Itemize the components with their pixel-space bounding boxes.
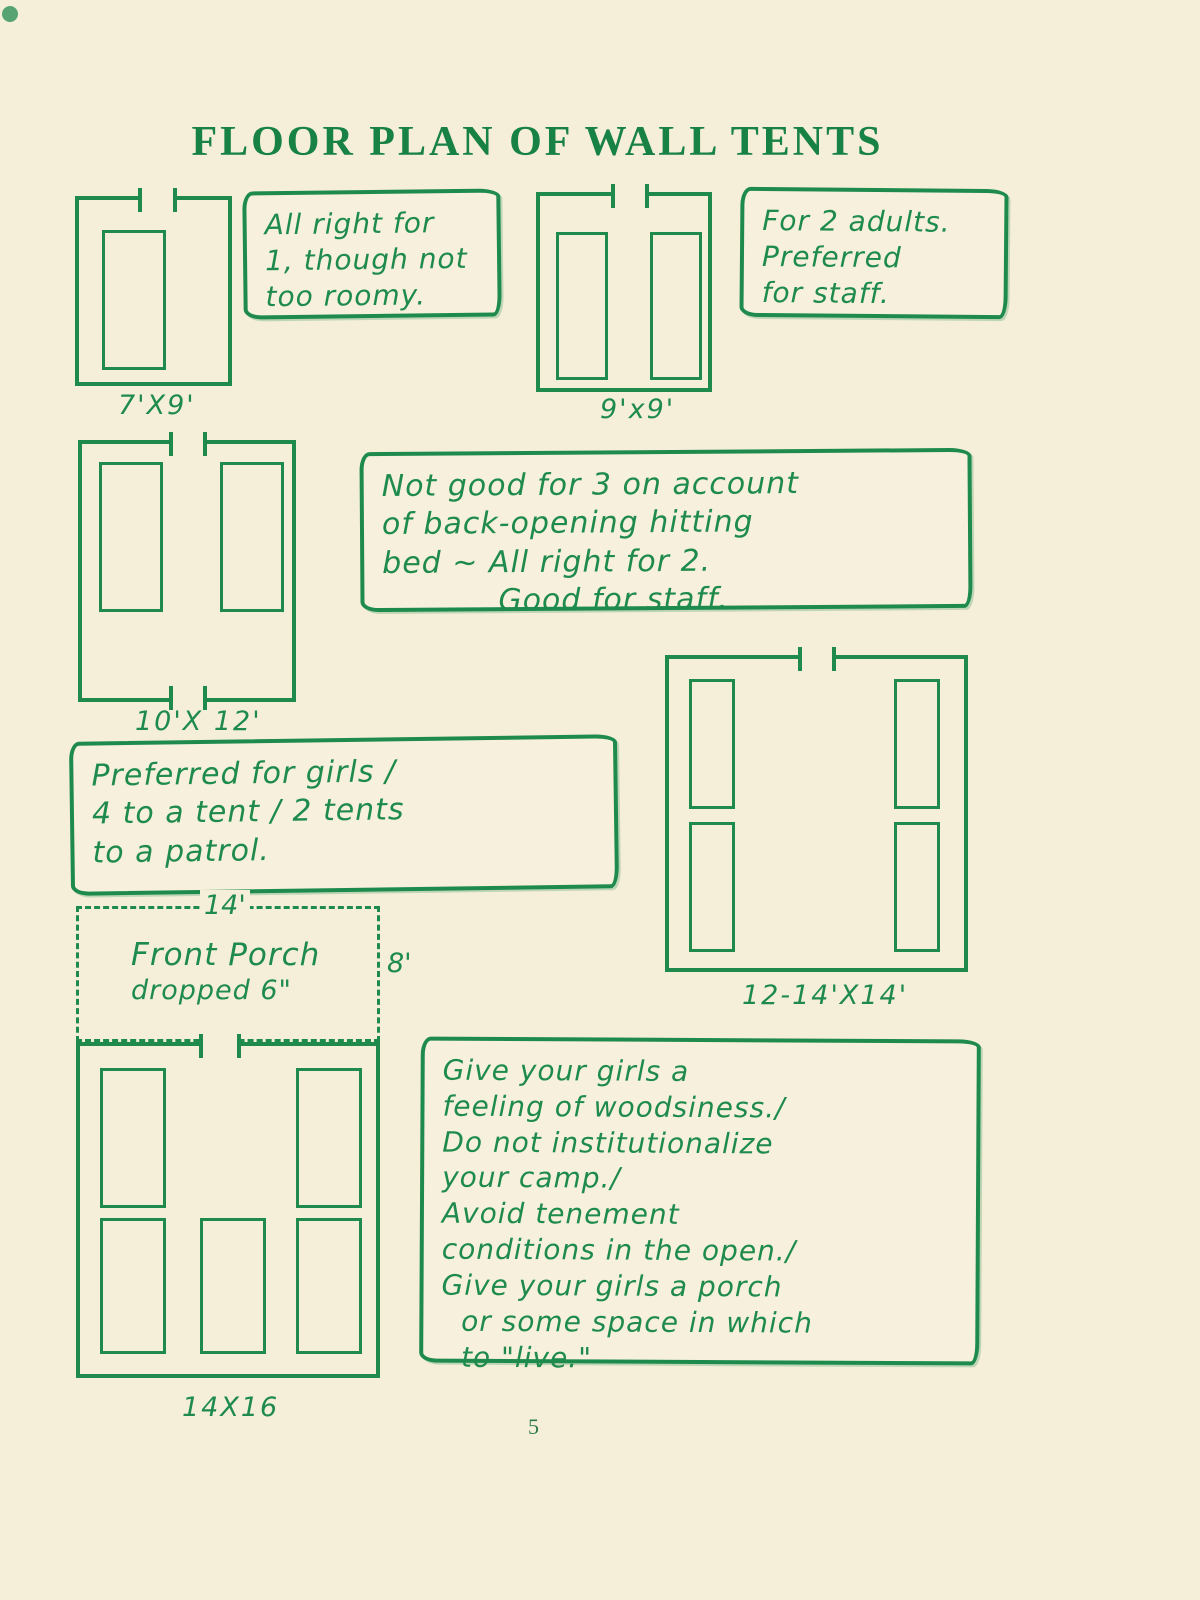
door-opening [138, 188, 177, 212]
ink-blot [2, 6, 18, 22]
door-opening [169, 432, 207, 456]
dimension-label-7x9: 7'X9' [118, 390, 196, 421]
porch-width-label: 14' [200, 890, 250, 921]
dimension-label-14x16: 14X16 [182, 1392, 280, 1423]
dimension-label-12x14: 12-14'X14' [742, 980, 909, 1011]
cot [200, 1218, 266, 1354]
cot [894, 679, 940, 809]
cot [102, 230, 166, 370]
cot [894, 822, 940, 952]
porch-note: dropped 6" [131, 975, 292, 1006]
floor-plan-9x9 [536, 184, 712, 392]
note-woodsiness: Give your girls a feeling of woodsiness.… [419, 1036, 981, 1374]
dimension-label-10x12: 10'X 12' [135, 706, 262, 737]
cot [99, 462, 163, 612]
porch-title: Front Porch [131, 937, 321, 973]
floor-plan-10x12 [78, 432, 296, 710]
door-opening [199, 1034, 241, 1058]
cot [556, 232, 608, 380]
cot [689, 822, 735, 952]
floor-plan-7x9 [75, 188, 232, 386]
floor-plan-14x16 [76, 1034, 380, 1378]
floor-plan-12x14 [665, 647, 968, 972]
page-number: 5 [528, 1414, 539, 1439]
page-title: FLOOR PLAN OF WALL TENTS [191, 119, 884, 165]
note-9x9: For 2 adults. Preferred for staff. [739, 186, 1009, 320]
dimension-label-9x9: 9'x9' [600, 394, 676, 425]
note-10x12: Not good for 3 on account of back-openin… [359, 447, 973, 618]
door-opening [169, 686, 207, 710]
porch-depth-label: 8' [383, 948, 416, 979]
cot [296, 1068, 362, 1208]
cot [650, 232, 702, 380]
door-opening [798, 647, 836, 671]
front-porch-area: Front Porch dropped 6" [76, 906, 380, 1042]
cot [296, 1218, 362, 1354]
door-opening [611, 184, 649, 208]
note-7x9: All right for 1, though not too roomy. [242, 188, 502, 320]
cot [220, 462, 284, 612]
note-girls-tent: Preferred for girls / 4 to a tent / 2 te… [68, 734, 620, 896]
cot [100, 1068, 166, 1208]
cot [100, 1218, 166, 1354]
cot [689, 679, 735, 809]
